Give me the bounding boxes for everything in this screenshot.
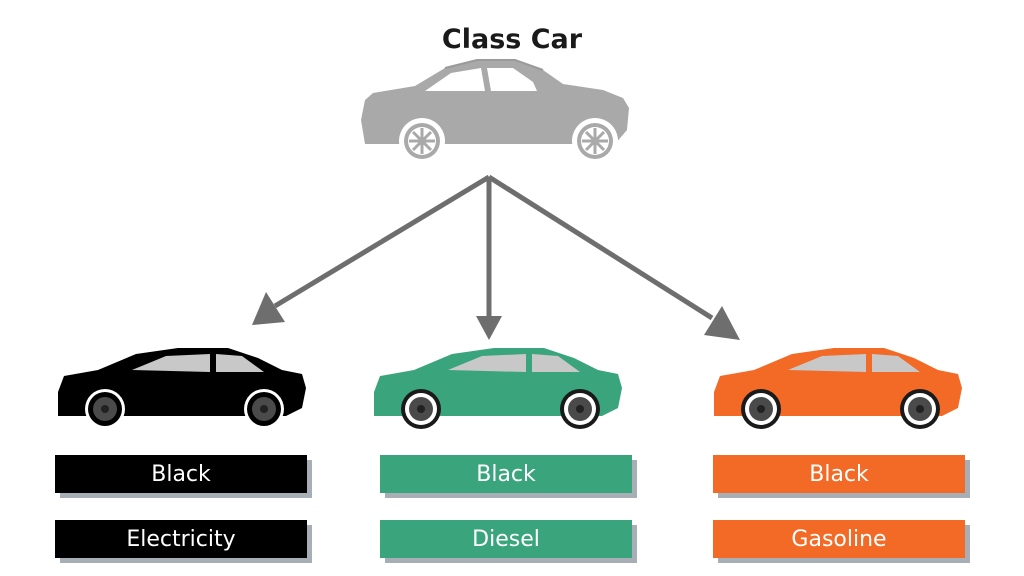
object-2-fuel-label: Diesel	[380, 520, 632, 558]
class-car-wheel-front	[399, 118, 445, 164]
class-title: Class Car	[441, 24, 583, 55]
object-car-black-wheel-front	[85, 389, 125, 429]
object-car-orange	[714, 348, 962, 429]
arrow-right-head	[704, 306, 740, 340]
class-car-roof-line	[444, 59, 544, 71]
object-car-orange-wheel-rear	[900, 389, 940, 429]
arrows	[252, 174, 740, 340]
object-car-green-window-rear	[532, 354, 580, 372]
object-2-color-label: Black	[380, 455, 632, 493]
object-car-orange-window-front	[788, 354, 866, 372]
object-car-black-window-rear	[216, 354, 264, 372]
class-car-wheel-rear	[572, 118, 618, 164]
arrow-center-head	[476, 316, 502, 340]
arrow-left-line	[273, 174, 491, 309]
arrow-right-line	[487, 174, 714, 321]
object-car-green	[374, 348, 622, 429]
object-car-green-wheel-rear	[560, 389, 600, 429]
object-1-fuel-label: Electricity	[55, 520, 307, 558]
object-car-orange-window-rear	[872, 354, 920, 372]
object-car-green-wheel-front	[401, 389, 441, 429]
object-car-green-window-front	[448, 354, 526, 372]
class-car-window-front	[425, 68, 485, 91]
object-car-orange-wheel-front	[741, 389, 781, 429]
object-1-color-label: Black	[55, 455, 307, 493]
class-car	[361, 59, 629, 164]
object-3-fuel-label: Gasoline	[713, 520, 965, 558]
object-car-black-window-front	[132, 354, 210, 372]
object-3-color-label: Black	[713, 455, 965, 493]
object-car-black-wheel-rear	[244, 389, 284, 429]
class-car-window-rear	[487, 68, 537, 91]
arrow-left-head	[252, 292, 285, 325]
object-car-black	[58, 348, 306, 429]
